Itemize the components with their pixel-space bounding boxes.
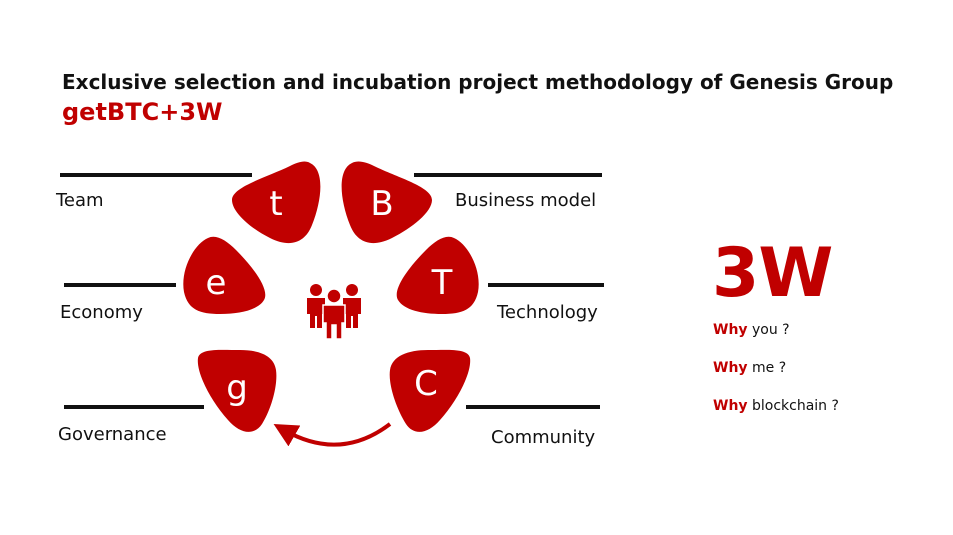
- why-word: Why: [713, 398, 748, 414]
- label-governance: Governance: [58, 424, 167, 445]
- three-w-heading: 3W: [712, 234, 833, 313]
- why-line-1: Why you ?: [713, 322, 790, 338]
- petal-letter-T: T: [431, 263, 453, 303]
- label-technology: Technology: [497, 302, 598, 323]
- people-group-icon: [307, 284, 361, 340]
- page-title: Exclusive selection and incubation proje…: [62, 70, 894, 94]
- label-team: Team: [56, 190, 104, 211]
- why-line-3: Why blockchain ?: [713, 398, 839, 414]
- petal-b: B: [341, 161, 432, 244]
- cycle-arrow: [273, 422, 392, 447]
- page-subtitle: getBTC+3W: [62, 98, 223, 126]
- rule-community: [466, 405, 600, 409]
- petal-letter-c: C: [414, 364, 438, 404]
- why-rest: me ?: [747, 360, 787, 376]
- rule-economy: [64, 283, 176, 287]
- petal-g: g: [197, 349, 277, 432]
- petal-letter-b: B: [370, 184, 393, 224]
- why-rest: blockchain ?: [747, 398, 839, 414]
- petal-T: T: [396, 236, 479, 314]
- why-rest: you ?: [747, 322, 790, 338]
- label-business-model: Business model: [455, 190, 597, 211]
- petal-c: C: [389, 349, 471, 432]
- rule-governance: [64, 405, 204, 409]
- petal-letter-g: g: [226, 368, 248, 408]
- label-community: Community: [491, 427, 596, 448]
- why-word: Why: [713, 322, 748, 338]
- rule-technology: [488, 283, 604, 287]
- label-economy: Economy: [60, 302, 143, 323]
- why-word: Why: [713, 360, 748, 376]
- petal-letter-t: t: [269, 184, 282, 224]
- petal-e: e: [183, 236, 266, 314]
- why-line-2: Why me ?: [713, 360, 786, 376]
- petal-t: t: [232, 161, 321, 244]
- rule-business-model: [414, 173, 602, 177]
- petal-letter-e: e: [206, 263, 227, 303]
- rule-team: [60, 173, 252, 177]
